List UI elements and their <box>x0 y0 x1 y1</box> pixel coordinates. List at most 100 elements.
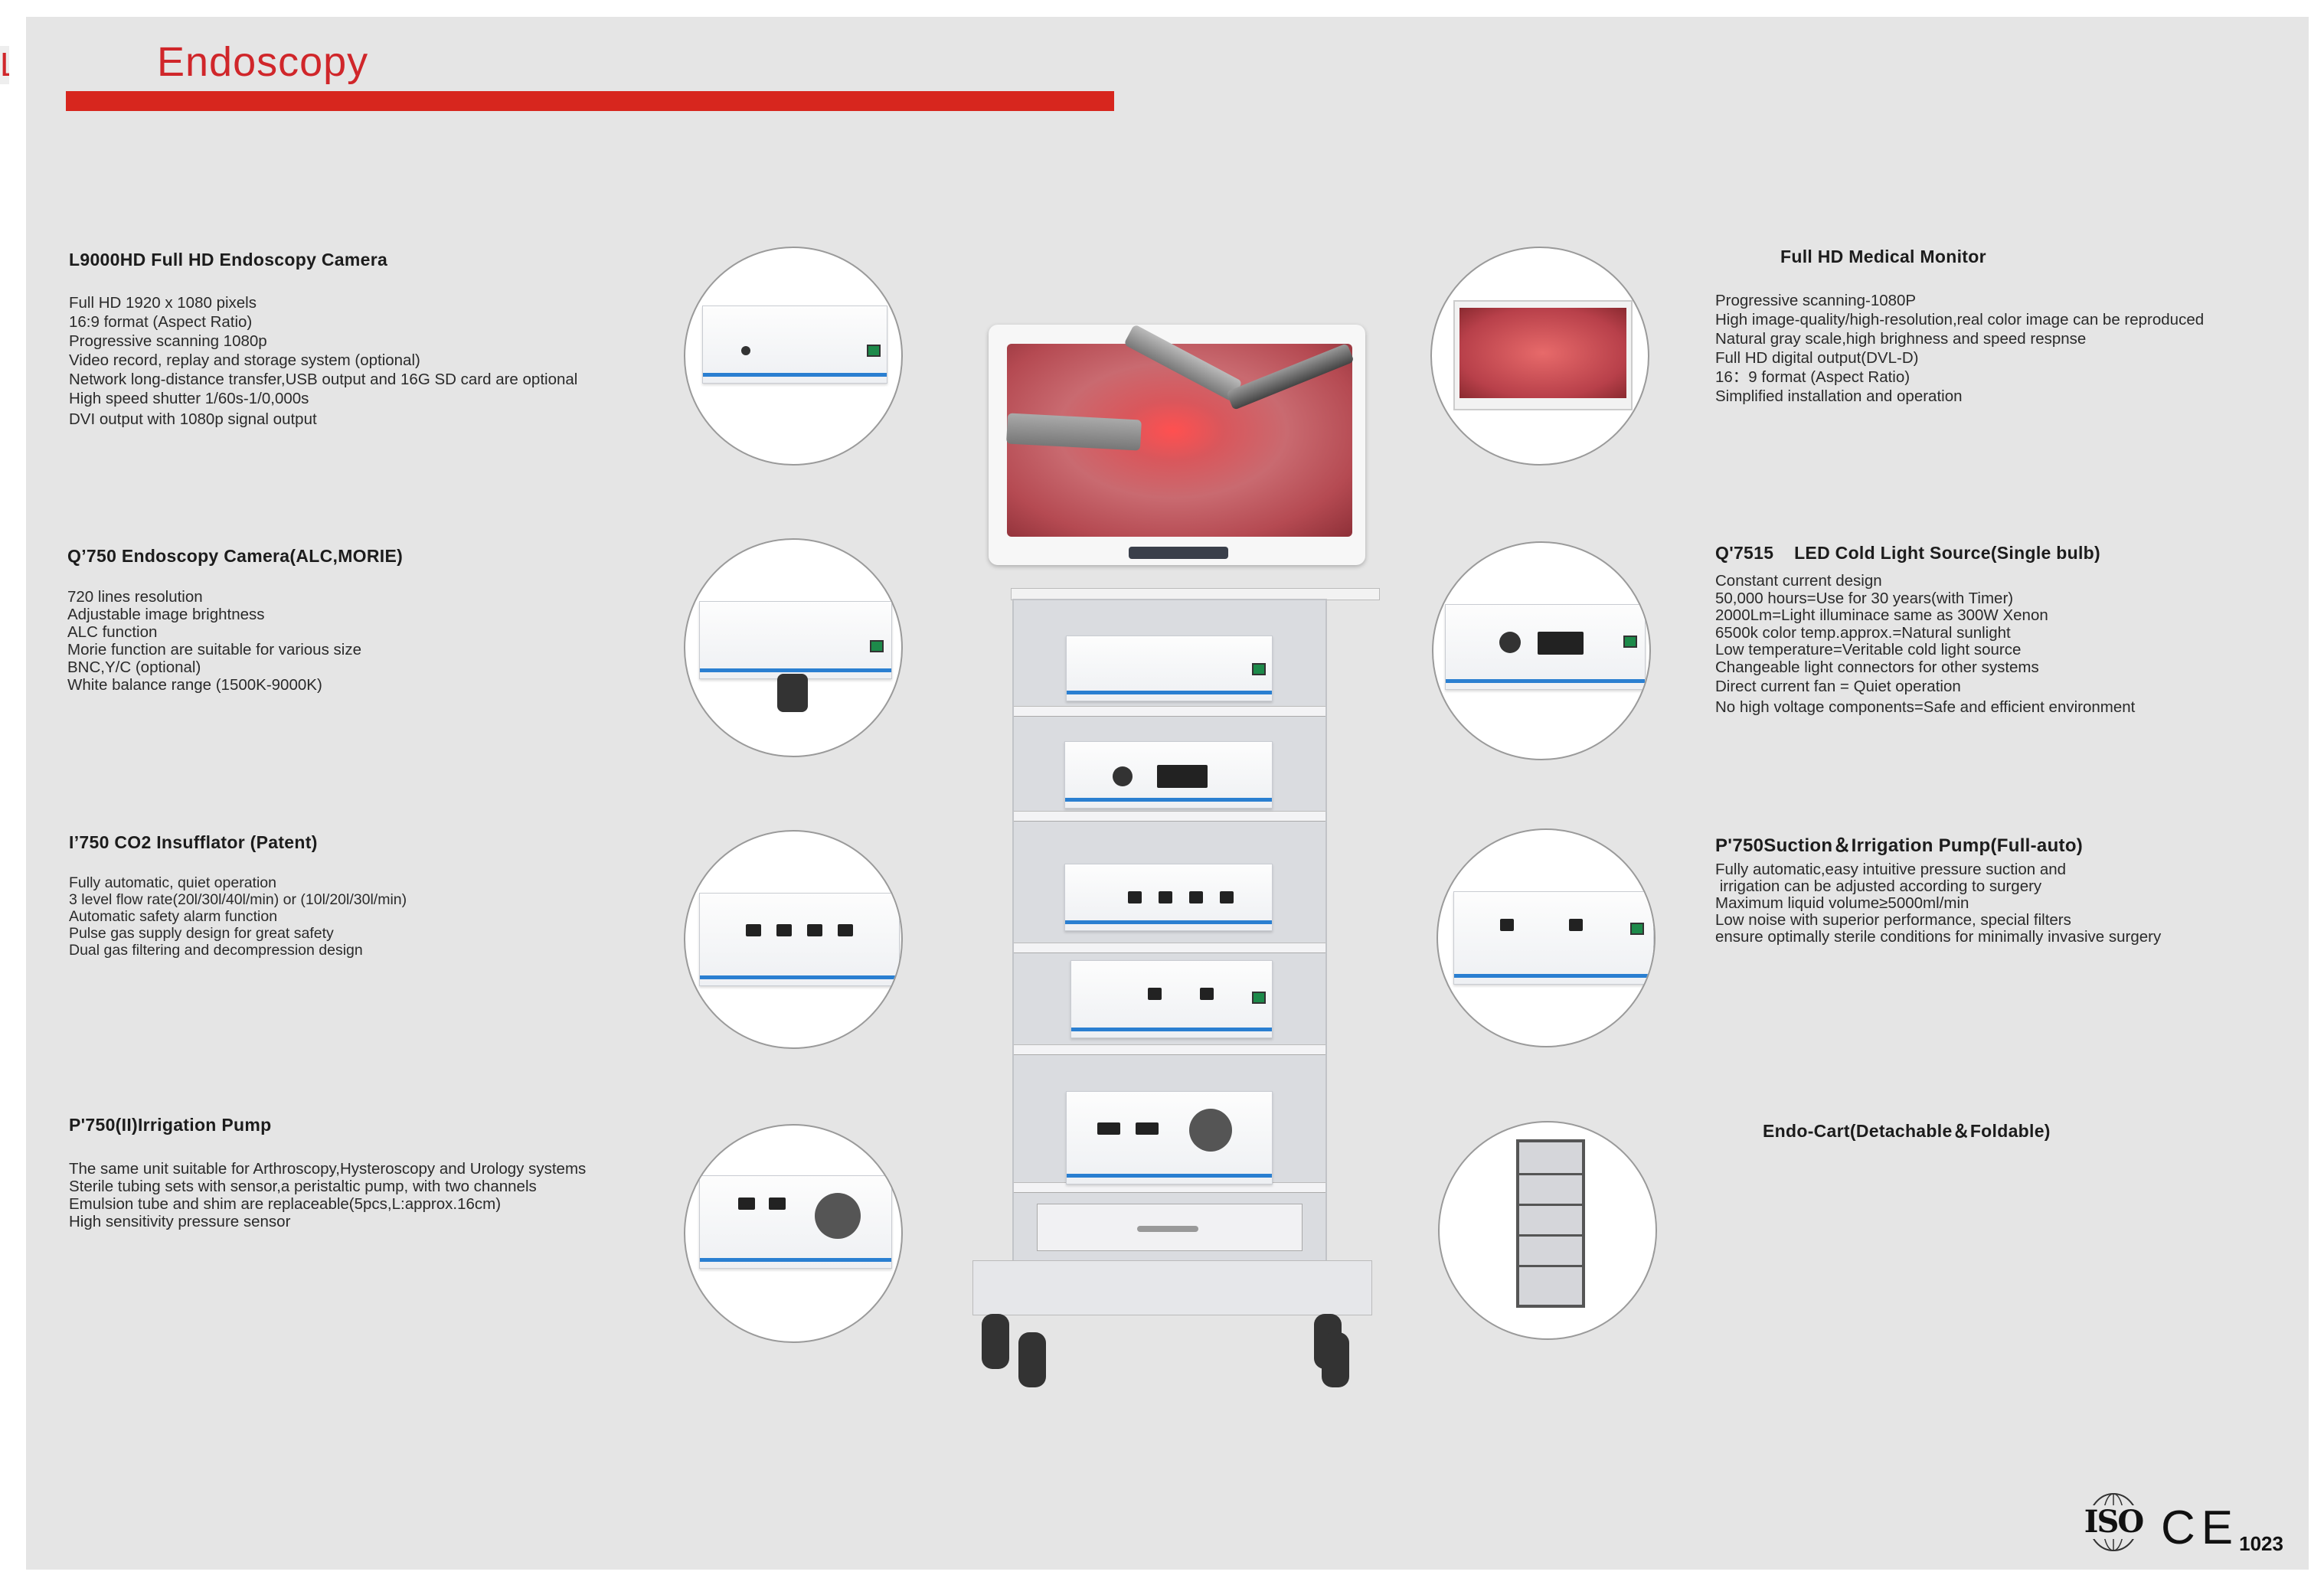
feature: The same unit suitable for Arthroscopy,H… <box>69 1160 587 1178</box>
section-title: Full HD Medical Monitor <box>1780 247 1986 266</box>
camera-q750-image <box>684 538 903 757</box>
power-indicator-icon <box>1252 663 1266 675</box>
display-icon <box>1128 891 1142 903</box>
feature-list: Fully automatic, quiet operation 3 level… <box>69 874 407 959</box>
iso-logo: ISO <box>2077 1492 2150 1553</box>
display-icon <box>838 924 853 936</box>
feature: Adjustable image brightness <box>67 606 265 623</box>
light-source-image <box>1432 541 1651 760</box>
section-l9000hd-camera: L9000HD Full HD Endoscopy Camera Full HD… <box>69 250 577 429</box>
display-icon <box>1148 988 1162 1000</box>
camera-l9000hd-image <box>684 247 903 466</box>
cart-light-source-unit <box>1064 741 1273 809</box>
feature-list: Constant current design 50,000 hours=Use… <box>1715 572 2136 716</box>
drawer-handle[interactable] <box>1137 1226 1198 1232</box>
feature: 16：9 format (Aspect Ratio) <box>1715 368 1911 386</box>
irrigation-pump-image <box>684 1124 903 1343</box>
title-underline-bar <box>66 91 1114 111</box>
section-medical-monitor: Progressive scanning-1080P High image-qu… <box>1715 291 2204 406</box>
section-q7515-light-source: Q'7515 LED Cold Light Source(Single bulb… <box>1715 543 2135 716</box>
display-icon <box>1136 1122 1159 1135</box>
instrument-icon <box>1123 324 1243 402</box>
feature: High image-quality/high-resolution,real … <box>1715 311 2205 328</box>
section-title: Endo-Cart(Detachable＆Foldable) <box>1763 1121 2051 1141</box>
feature: DVI output with 1080p signal output <box>69 410 317 428</box>
page-title: Endoscopy <box>157 39 369 85</box>
feature: High sensitivity pressure sensor <box>69 1213 291 1230</box>
section-title: Q’750 Endoscopy Camera(ALC,MORIE) <box>67 546 404 566</box>
cart-thumbnail <box>1516 1139 1585 1308</box>
feature: Pulse gas supply design for great safety <box>69 925 334 942</box>
display-icon <box>738 1198 755 1210</box>
display-icon <box>1200 988 1214 1000</box>
feature: Fully automatic,easy intuitive pressure … <box>1715 861 2067 878</box>
ce-mark: CE <box>2161 1501 2240 1554</box>
shelf <box>1014 811 1325 822</box>
feature: Low temperature=Veritable cold light sou… <box>1715 641 2022 658</box>
monitor-controls <box>1129 547 1228 559</box>
feature: No high voltage components=Safe and effi… <box>1715 698 2136 716</box>
feature-list: 720 lines resolution Adjustable image br… <box>67 588 403 694</box>
feature: Dual gas filtering and decompression des… <box>69 942 363 959</box>
light-port-icon <box>1499 632 1521 653</box>
section-i750-insufflator: I’750 CO2 Insufflator (Patent) Fully aut… <box>69 832 407 959</box>
display-icon <box>746 924 761 936</box>
feature: Changeable light connectors for other sy… <box>1715 658 2039 676</box>
cart-suction-pump-unit <box>1070 960 1273 1038</box>
shelf <box>1014 943 1325 953</box>
monitor <box>989 324 1365 565</box>
feature-list: Fully automatic,easy intuitive pressure … <box>1715 861 2161 946</box>
feature: White balance range (1500K-9000K) <box>67 676 322 694</box>
pump-head-icon <box>815 1193 861 1239</box>
power-indicator-icon <box>867 345 881 357</box>
section-p750-suction-pump: P'750Suction＆Irrigation Pump(Full-auto) … <box>1715 830 2161 946</box>
instrument-icon <box>1226 343 1355 410</box>
feature: 16:9 format (Aspect Ratio) <box>69 313 253 331</box>
device-unit <box>699 601 892 679</box>
display-icon <box>807 924 822 936</box>
display-icon <box>1500 919 1514 931</box>
cart-camera-unit <box>1066 636 1273 701</box>
device-unit <box>1445 604 1646 690</box>
iso-text: ISO <box>2077 1505 2150 1539</box>
camera-head-icon <box>777 674 808 712</box>
cart-base <box>972 1260 1372 1315</box>
monitor-screen <box>1006 324 1355 537</box>
feature-list: The same unit suitable for Arthroscopy,H… <box>69 1160 586 1230</box>
device-unit <box>699 893 900 986</box>
feature: Emulsion tube and shim are replaceable(5… <box>69 1195 502 1213</box>
feature: Maximum liquid volume≥5000ml/min <box>1715 894 1969 912</box>
suction-pump-image <box>1437 828 1656 1047</box>
drawer[interactable] <box>1037 1204 1303 1251</box>
section-title: I’750 CO2 Insufflator (Patent) <box>69 832 318 852</box>
feature: Video record, replay and storage system … <box>69 351 420 369</box>
shelf <box>1014 1044 1325 1055</box>
monitor-image <box>1430 247 1649 466</box>
feature: Automatic safety alarm function <box>69 908 278 925</box>
power-indicator-icon <box>1630 923 1644 935</box>
feature: irrigation can be adjusted according to … <box>1715 877 2042 895</box>
display-icon <box>1220 891 1234 903</box>
section-endo-cart: Endo-Cart(Detachable＆Foldable) <box>1763 1116 2051 1142</box>
section-title: Q'7515 LED Cold Light Source(Single bulb… <box>1715 543 2100 563</box>
device-unit <box>1453 891 1654 985</box>
section-p750-irrigation-pump: P'750(II)Irrigation Pump The same unit s… <box>69 1115 586 1230</box>
shelf <box>1014 706 1325 717</box>
feature: Progressive scanning 1080p <box>69 332 267 350</box>
display-icon <box>1159 891 1172 903</box>
device-unit <box>699 1175 892 1269</box>
feature: ALC function <box>67 623 158 641</box>
insufflator-i750-image <box>684 830 903 1049</box>
section-q750-camera: Q’750 Endoscopy Camera(ALC,MORIE) 720 li… <box>67 546 403 694</box>
power-indicator-icon <box>1252 992 1266 1004</box>
cart-insufflator-unit <box>1064 864 1273 931</box>
instrument-icon <box>1006 413 1142 451</box>
feature-list: Full HD 1920 x 1080 pixels 16:9 format (… <box>69 293 577 429</box>
feature: 6500k color temp.approx.=Natural sunligh… <box>1715 623 2011 642</box>
knob-icon <box>741 346 750 355</box>
feature: Full HD digital output(DVL-D) <box>1715 349 1919 367</box>
display-icon <box>1189 891 1203 903</box>
power-indicator-icon <box>1623 636 1637 648</box>
endo-cart-image <box>1438 1121 1657 1340</box>
light-port-icon <box>1113 766 1133 786</box>
